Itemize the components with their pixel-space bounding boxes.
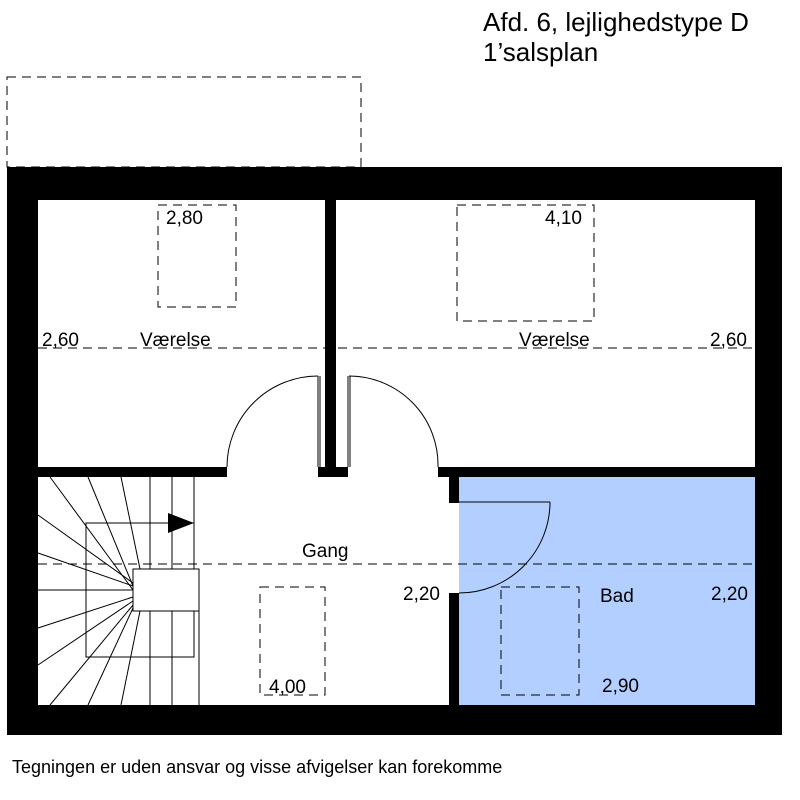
room-dimension: 4,00 [269,677,306,698]
door-right-bedroom [347,375,439,468]
room-label: Gang [302,541,348,562]
interior-walls [38,200,755,705]
room-dimension: 2,60 [42,330,79,351]
skylight-marker [157,204,237,308]
room-dimension: 2,80 [166,208,203,229]
skylight-marker [500,586,580,696]
plan-title: Afd. 6, lejlighedstype D [483,7,749,37]
room-dimension: 2,90 [602,676,639,697]
room-dimension: 2,60 [710,330,747,351]
door-bathroom [458,501,551,594]
room-label: Bad [600,586,634,607]
room-dimension: 2,20 [403,584,440,605]
disclaimer: Tegningen er uden ansvar og visse afvige… [12,757,502,777]
bathroom-area [459,477,755,705]
room-label: Værelse [519,330,590,351]
door-left-bedroom [226,375,321,468]
plan-subtitle: 1’salsplan [483,37,598,67]
skylight-marker [456,204,595,322]
balcony-outline [6,76,362,168]
skylight-marker [259,586,326,696]
room-dimension: 2,20 [711,584,748,605]
room-dimension: 4,10 [545,208,582,229]
room-label: Værelse [140,330,211,351]
staircase [37,476,200,706]
stair-direction-arrow-icon [168,513,194,533]
